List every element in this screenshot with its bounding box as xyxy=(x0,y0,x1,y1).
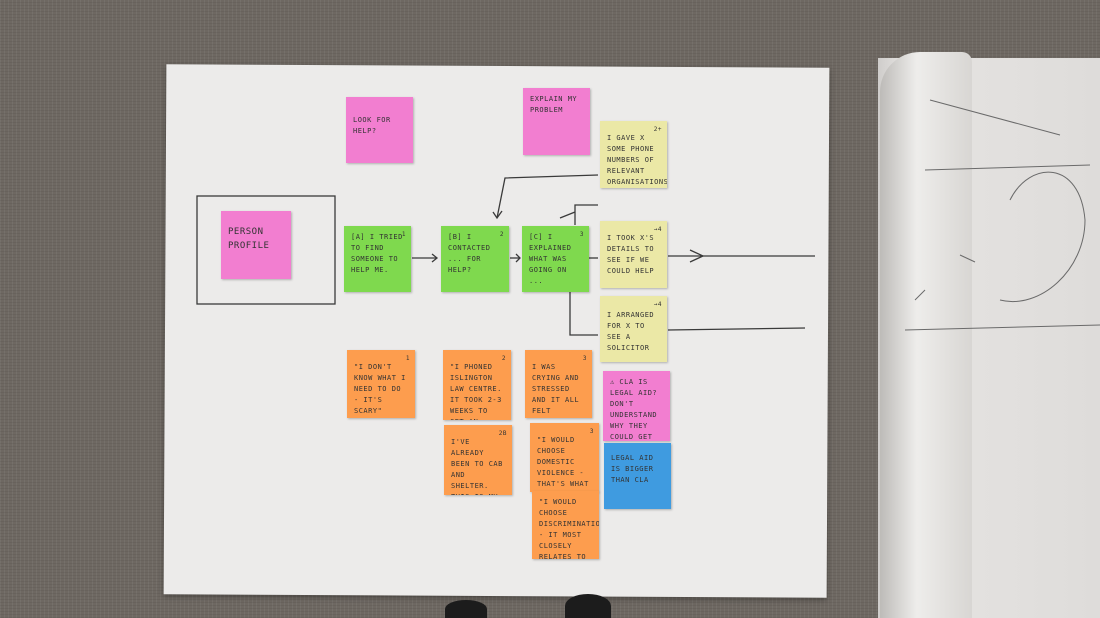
note-text: [A] I tried to find someone to help me. xyxy=(351,233,403,274)
note-text: [C] I explained what was going on ... xyxy=(529,233,572,285)
note-text: Explain my problem xyxy=(530,95,578,114)
note-gave-phone-numbers: 2+ I gave x some phone numbers of releva… xyxy=(600,121,667,188)
note-phoned-law-centre: 2 "I phoned Islington Law Centre. It too… xyxy=(443,350,511,420)
note-legal-aid-bigger: Legal aid is bigger than CLA xyxy=(604,443,671,509)
paper-roll-curl xyxy=(880,52,972,618)
note-step-a: 1 [A] I tried to find someone to help me… xyxy=(344,226,411,292)
note-explain-problem: Explain my problem xyxy=(523,88,590,155)
flipchart-paper xyxy=(163,64,830,598)
note-crying-stressed: 3 I was crying and stressed and it all f… xyxy=(525,350,592,418)
note-number: 3 xyxy=(589,428,594,435)
note-number: 3 xyxy=(582,355,587,362)
note-text: "I would choose domestic violence - that… xyxy=(537,436,589,492)
note-text: Legal aid is bigger than CLA xyxy=(611,454,654,484)
note-number: 2B xyxy=(498,430,507,437)
note-dont-know: 1 "I don't know what I need to do - it's… xyxy=(347,350,415,418)
note-number: 1 xyxy=(401,231,406,238)
note-cla-legal-aid: ⚠ CLA is legal aid? Don't understand why… xyxy=(603,371,670,441)
note-look-for-help: Look for help? xyxy=(346,97,413,163)
note-text: I gave x some phone numbers of relevant … xyxy=(607,134,667,186)
shoe-right xyxy=(565,594,611,618)
note-text: I arranged for x to see a solicitor xyxy=(607,311,655,352)
note-text: "I don't know what I need to do - it's s… xyxy=(354,363,406,415)
note-text: [B] I contacted ... for help? xyxy=(448,233,491,274)
note-text: Person profile xyxy=(228,227,270,251)
note-took-details: →4 I took x's details to see if we could… xyxy=(600,221,667,288)
note-number: 1 xyxy=(405,355,410,362)
note-text: I took x's details to see if we could he… xyxy=(607,234,655,275)
note-number: 3 xyxy=(579,231,584,238)
shoe-left xyxy=(445,600,487,618)
note-step-b: 2 [B] I contacted ... for help? xyxy=(441,226,509,292)
note-number: 2+ xyxy=(653,126,662,133)
note-text: Look for help? xyxy=(353,116,391,135)
note-number: →4 xyxy=(653,301,662,308)
note-text: I was crying and stressed and it all fel… xyxy=(532,363,580,415)
note-text: "I phoned Islington Law Centre. It took … xyxy=(450,363,502,420)
note-step-c: 3 [C] I explained what was going on ... xyxy=(522,226,589,292)
note-arranged-solicitor: →4 I arranged for x to see a solicitor xyxy=(600,296,667,362)
note-number: 2 xyxy=(501,355,506,362)
note-discrimination: "I would choose discrimination - it most… xyxy=(532,491,599,559)
note-already-cab: 2B I've already been to CAB and Shelter.… xyxy=(444,425,512,495)
note-domestic-violence: 3 "I would choose domestic violence - th… xyxy=(530,423,599,492)
note-text: I've already been to CAB and Shelter. Th… xyxy=(451,438,503,495)
note-text: "I would choose discrimination - it most… xyxy=(539,498,599,559)
note-number: 2 xyxy=(499,231,504,238)
note-text: ⚠ CLA is legal aid? Don't understand why… xyxy=(610,378,658,441)
note-person-profile: Person profile xyxy=(221,211,291,279)
note-number: →4 xyxy=(653,226,662,233)
